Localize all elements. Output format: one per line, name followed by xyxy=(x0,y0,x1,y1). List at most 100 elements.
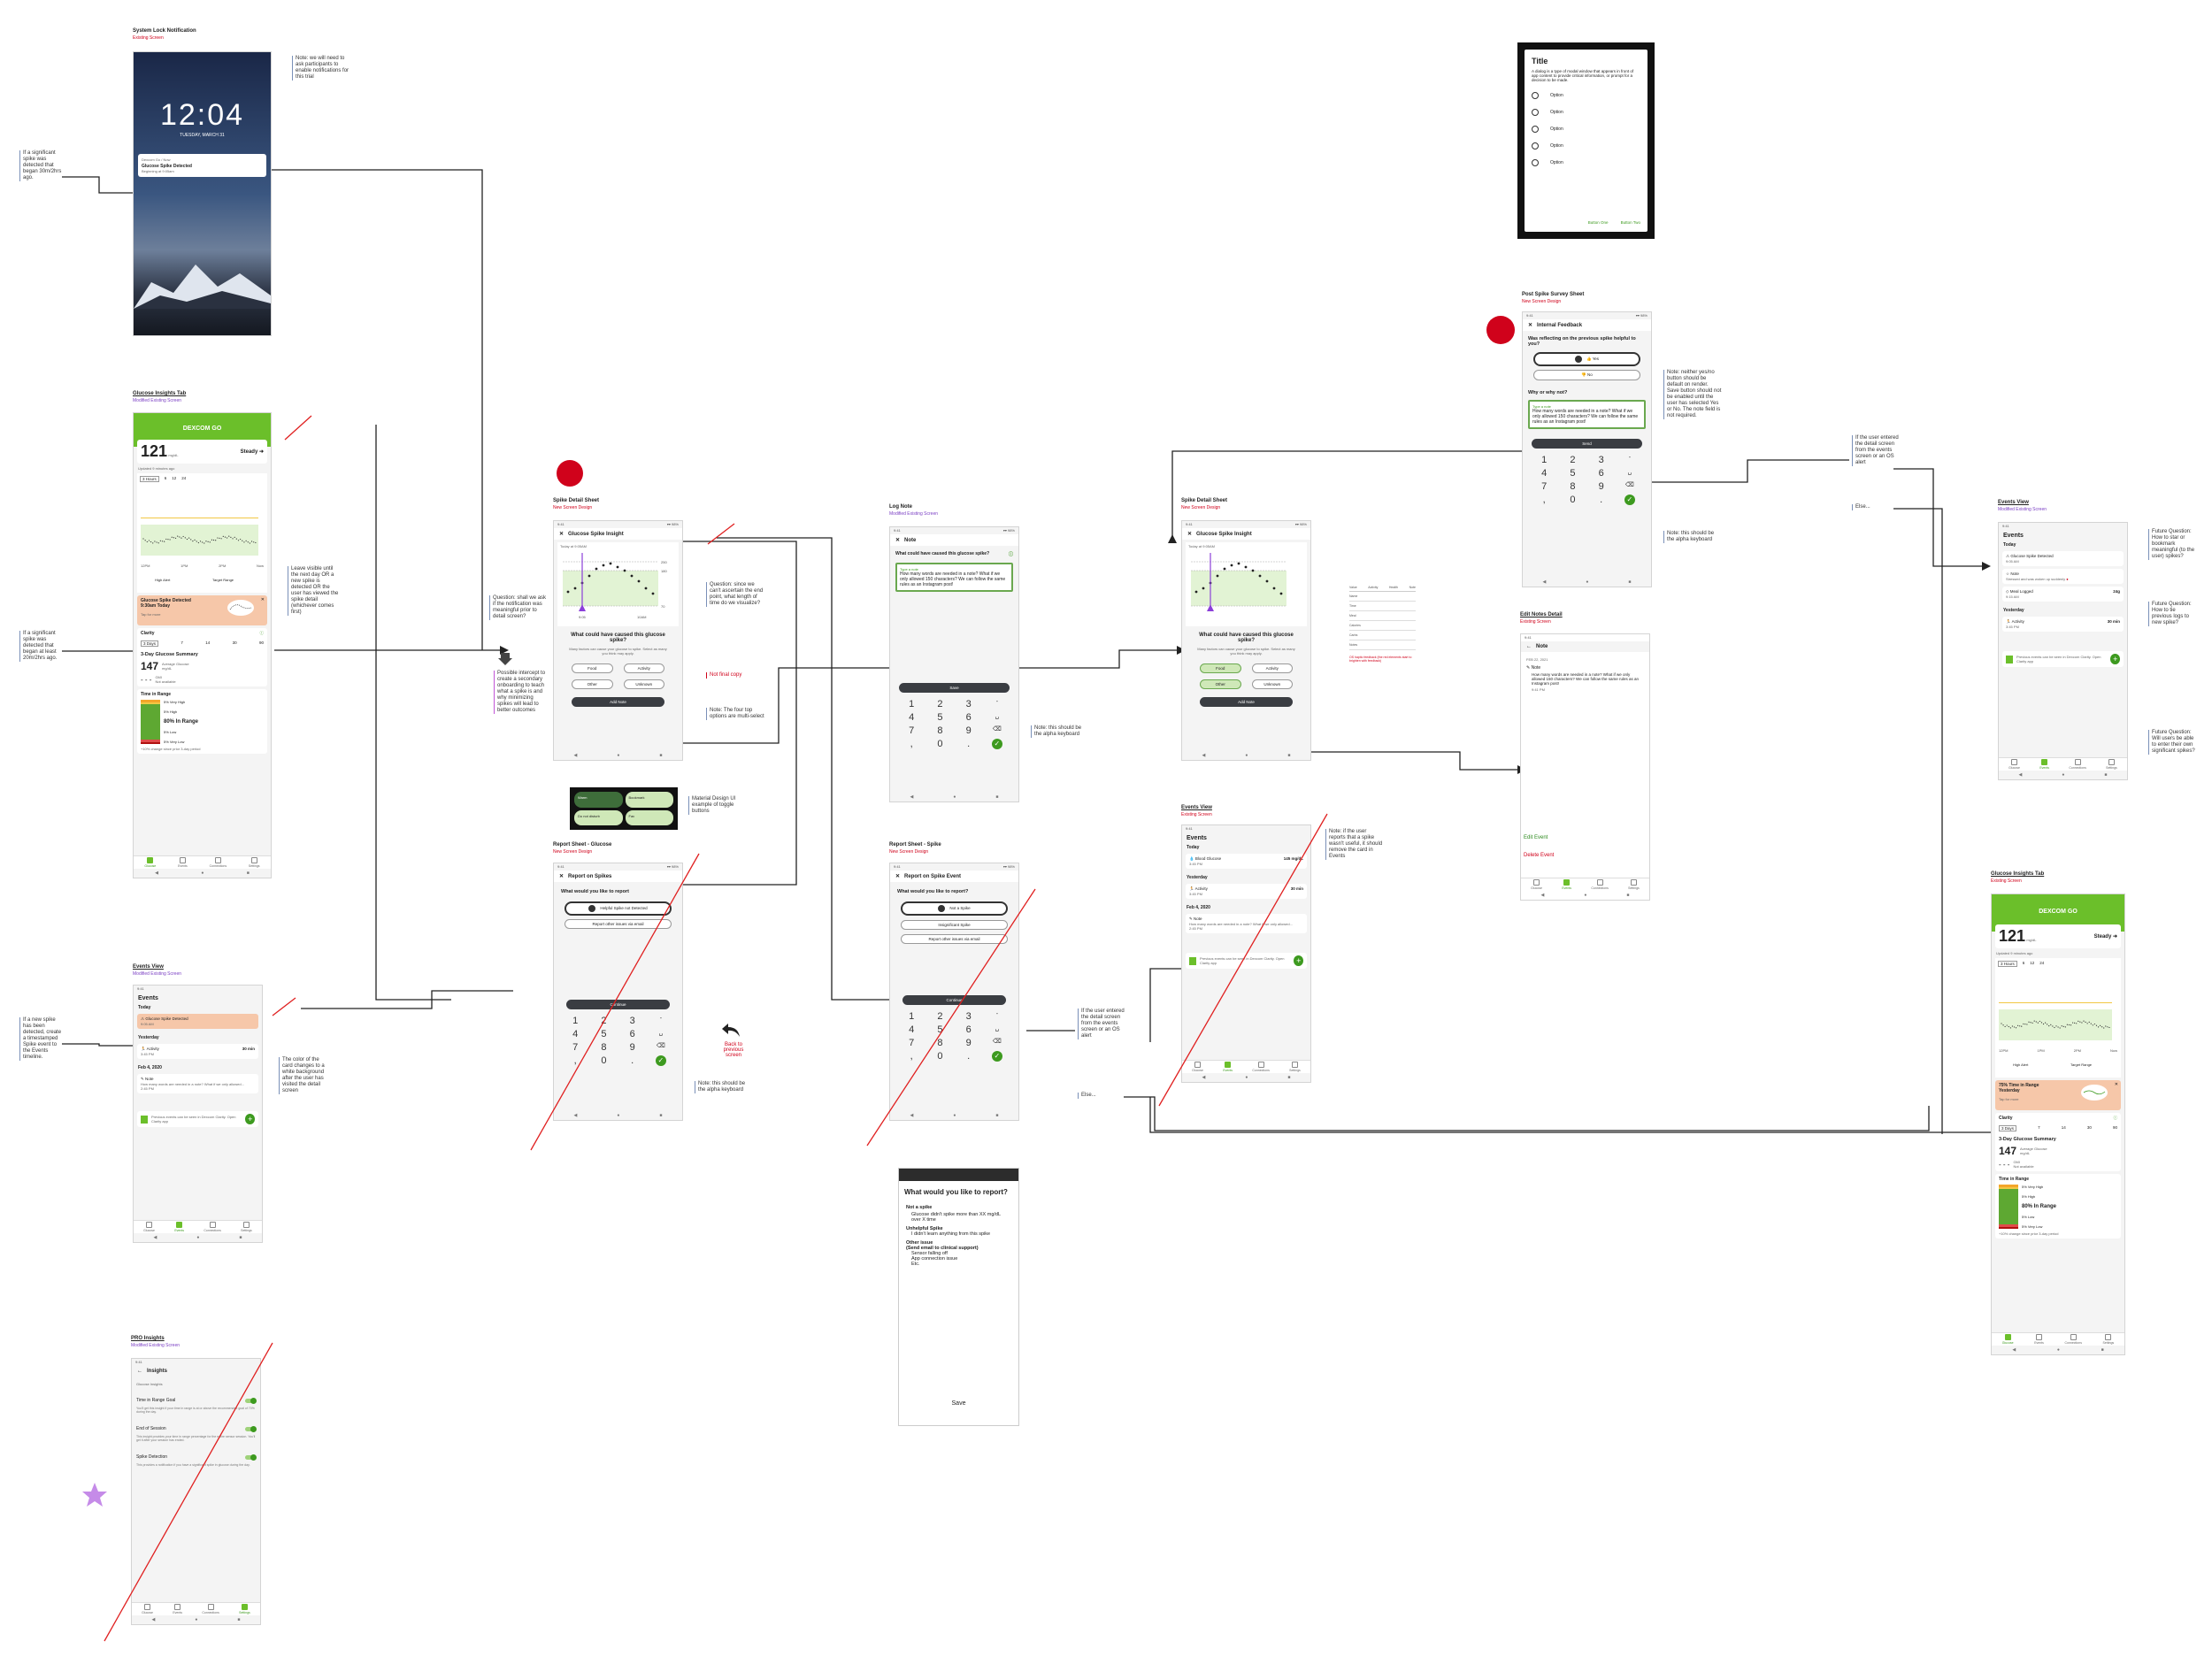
key[interactable]: 4 xyxy=(909,712,915,723)
dialog-option[interactable]: Option xyxy=(1532,142,1640,150)
range-option[interactable]: 3 Hours xyxy=(1998,961,2017,967)
key[interactable]: 5 xyxy=(937,712,943,723)
key[interactable]: 6 xyxy=(965,1024,972,1035)
key[interactable]: 6 xyxy=(965,712,972,723)
key[interactable]: . xyxy=(967,1051,971,1062)
key[interactable]: 2 xyxy=(937,1011,943,1022)
key[interactable]: 8 xyxy=(1570,481,1576,492)
day-option[interactable]: 3 Days xyxy=(1999,1125,2017,1131)
cause-option-unknown[interactable]: Unknown xyxy=(1251,679,1293,689)
key[interactable]: ␣ xyxy=(1627,469,1632,475)
cause-option-other[interactable]: Other xyxy=(572,679,613,689)
event-spike-card[interactable]: ⚠ Glucose Spike Detected 9:05 AM xyxy=(2002,551,2124,566)
radio-icon[interactable] xyxy=(1532,142,1539,150)
key[interactable]: 6 xyxy=(629,1029,635,1039)
radio-icon[interactable] xyxy=(1532,109,1539,116)
cause-option-unknown[interactable]: Unknown xyxy=(623,679,664,689)
tab-settings[interactable]: Settings xyxy=(239,1604,250,1614)
key[interactable]: . xyxy=(1600,495,1603,505)
dialog-option[interactable]: Option xyxy=(1532,159,1640,166)
key[interactable]: , xyxy=(1542,495,1546,505)
key[interactable]: 7 xyxy=(572,1042,579,1053)
tab-settings[interactable]: Settings xyxy=(1289,1062,1301,1072)
key[interactable]: . xyxy=(967,739,971,749)
tab-glucose[interactable]: Glucose xyxy=(1192,1062,1203,1072)
save-button[interactable]: Save xyxy=(899,683,1010,693)
day-option[interactable]: 7 xyxy=(2038,1125,2040,1130)
add-event-button[interactable]: + xyxy=(1294,955,1303,966)
key[interactable]: 6 xyxy=(1598,468,1604,479)
day-option[interactable]: 30 xyxy=(232,640,237,645)
button-one[interactable]: Button One xyxy=(1587,220,1609,225)
key[interactable]: 4 xyxy=(572,1029,579,1039)
tab-glucose[interactable]: Glucose xyxy=(144,857,156,868)
key[interactable]: 1 xyxy=(572,1016,579,1026)
delete-event-link[interactable]: Delete Event xyxy=(1524,853,1555,858)
toggle-switch[interactable] xyxy=(245,1397,257,1404)
cause-option-activity[interactable]: Activity xyxy=(623,663,664,673)
tab-settings[interactable]: Settings xyxy=(241,1222,252,1232)
back-arrow-icon[interactable]: ← xyxy=(1526,644,1532,649)
range-option[interactable]: 6 xyxy=(164,476,167,480)
close-icon[interactable]: ✕ xyxy=(559,532,565,537)
cause-option-other[interactable]: Other xyxy=(1200,679,1241,689)
send-button[interactable]: Send xyxy=(1532,439,1642,449)
day-option[interactable]: 90 xyxy=(2112,1125,2117,1130)
key[interactable]: - xyxy=(995,699,999,705)
key[interactable]: 3 xyxy=(629,1016,635,1026)
range-option[interactable]: 6 xyxy=(2022,961,2025,965)
key[interactable]: 5 xyxy=(937,1024,943,1035)
close-icon[interactable]: ✕ xyxy=(260,597,265,602)
day-option[interactable]: 7 xyxy=(180,640,183,645)
close-icon[interactable]: ✕ xyxy=(1187,532,1193,537)
check-icon[interactable]: ✓ xyxy=(991,739,1002,749)
button-two[interactable]: Button Two xyxy=(1620,220,1640,225)
key[interactable]: ␣ xyxy=(658,1030,664,1036)
key[interactable]: 9 xyxy=(965,1038,972,1048)
key[interactable]: 1 xyxy=(1541,455,1548,465)
tab-settings[interactable]: Settings xyxy=(1628,879,1640,890)
continue-button[interactable]: Continue xyxy=(902,995,1006,1005)
tab-events[interactable]: Events xyxy=(174,1222,184,1232)
add-event-button[interactable]: + xyxy=(2110,654,2120,664)
cause-option-activity[interactable]: Activity xyxy=(1251,663,1293,673)
survey-note-field[interactable]: Type a note How many words are needed in… xyxy=(1528,400,1646,429)
key[interactable]: 0 xyxy=(1570,495,1576,505)
report-email-option[interactable]: Report other issues via email xyxy=(901,934,1008,944)
dialog-option[interactable]: Option xyxy=(1532,126,1640,133)
event-note-card[interactable]: ✎ Note How many words are needed in a no… xyxy=(137,1074,258,1093)
range-option[interactable]: 12 xyxy=(172,476,177,480)
tab-settings[interactable]: Settings xyxy=(249,857,260,868)
key[interactable]: 5 xyxy=(1570,468,1576,479)
key[interactable]: , xyxy=(910,739,913,749)
continue-button[interactable]: Continue xyxy=(566,1000,670,1009)
day-option[interactable]: 3 Days xyxy=(141,640,159,647)
spike-detected-card[interactable]: Glucose Spike Detected 9:30am Today Tap … xyxy=(137,595,267,625)
cause-option-food[interactable]: Food xyxy=(1200,663,1241,673)
event-note-card[interactable]: ✎ Note How many words are needed in a no… xyxy=(1186,914,1307,933)
add-event-button[interactable]: + xyxy=(245,1114,255,1124)
insignificant-spike-option[interactable]: Insignificant Spike xyxy=(901,920,1008,930)
key[interactable]: 0 xyxy=(601,1055,607,1066)
key[interactable]: 0 xyxy=(937,1051,943,1062)
tab-connections[interactable]: Connections xyxy=(2064,1334,2082,1345)
backspace-icon[interactable]: ⌫ xyxy=(992,726,1002,732)
toggle-switch[interactable] xyxy=(245,1425,257,1432)
check-icon[interactable]: ✓ xyxy=(655,1055,666,1066)
day-option[interactable]: 90 xyxy=(258,640,264,645)
radio-icon[interactable] xyxy=(1532,159,1539,166)
radio-icon[interactable] xyxy=(1532,126,1539,133)
key[interactable]: 4 xyxy=(1541,468,1548,479)
radio-icon[interactable] xyxy=(1532,92,1539,99)
key[interactable]: 1 xyxy=(909,699,915,709)
add-note-button[interactable]: Add Note xyxy=(572,697,664,707)
key[interactable]: 3 xyxy=(965,699,972,709)
check-icon[interactable]: ✓ xyxy=(991,1051,1002,1062)
key[interactable]: 8 xyxy=(601,1042,607,1053)
